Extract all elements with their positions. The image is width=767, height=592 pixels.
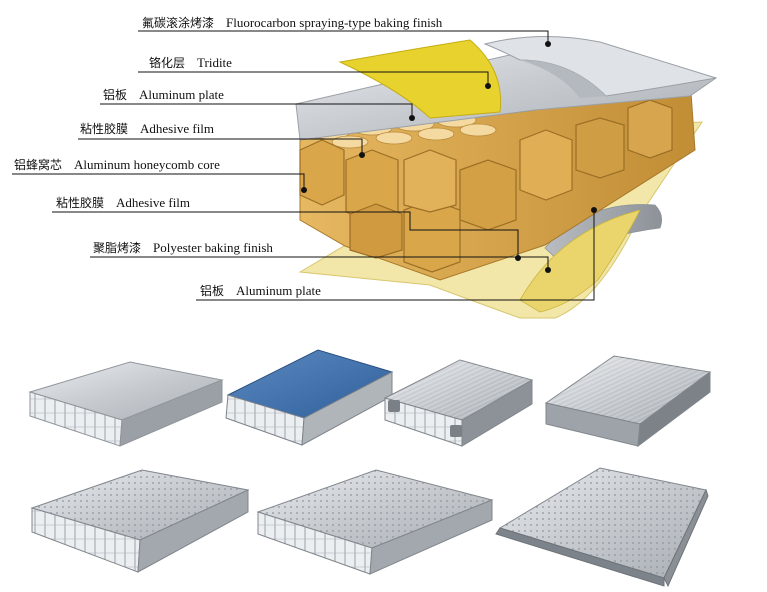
label-aluminum-top-en: Aluminum plate [139,87,224,102]
label-adhesive-bottom-cn: 粘性胶膜 [56,196,105,210]
label-aluminum-top: 铝板 Aluminum plate [103,87,224,103]
label-tridite: 铬化层 Tridite [149,55,232,71]
label-honeycomb: 铝蜂窝芯 Aluminum honeycomb core [14,157,220,173]
label-aluminum-bottom: 铝板 Aluminum plate [200,283,321,299]
tridite-layer-peel [338,39,502,119]
panel-perforated-medium [256,469,494,575]
label-polyester: 聚脂烤漆 Polyester baking finish [93,240,273,256]
label-fluorocarbon: 氟碳滚涂烤漆 Fluorocarbon spraying-type baking … [142,15,443,31]
label-aluminum-top-cn: 铝板 [103,88,128,102]
label-tridite-en: Tridite [197,55,232,70]
label-fluorocarbon-cn: 氟碳滚涂烤漆 [142,16,215,30]
label-honeycomb-cn: 铝蜂窝芯 [14,158,63,172]
label-fluorocarbon-en: Fluorocarbon spraying-type baking finish [226,15,443,30]
label-adhesive-top: 粘性胶膜 Adhesive film [80,121,215,137]
honeycomb-cells [299,99,673,273]
label-polyester-en: Polyester baking finish [153,240,273,255]
leader-dots [301,41,597,273]
fluorocarbon-curl-shadow [520,60,606,98]
label-aluminum-bottom-cn: 铝板 [200,284,225,298]
label-adhesive-bottom-en: Adhesive film [116,195,191,210]
label-adhesive-top-cn: 粘性胶膜 [80,122,129,136]
label-polyester-cn: 聚脂烤漆 [93,241,142,255]
panel-perforated-tray [495,467,709,588]
panel-brushed-flat [544,355,712,448]
label-adhesive-bottom: 粘性胶膜 Adhesive film [56,195,191,211]
label-adhesive-top-en: Adhesive film [140,121,215,136]
label-aluminum-bottom-en: Aluminum plate [236,283,321,298]
panel-perforated-large [30,469,250,573]
panel-blue-coated [225,349,394,446]
panel-brushed-profile [383,359,534,447]
fluorocarbon-curl [483,35,717,97]
leader-lines [12,30,595,301]
label-tridite-cn: 铬化层 [149,56,186,70]
panel-plain-silver [28,361,224,447]
label-honeycomb-en: Aluminum honeycomb core [74,157,220,172]
